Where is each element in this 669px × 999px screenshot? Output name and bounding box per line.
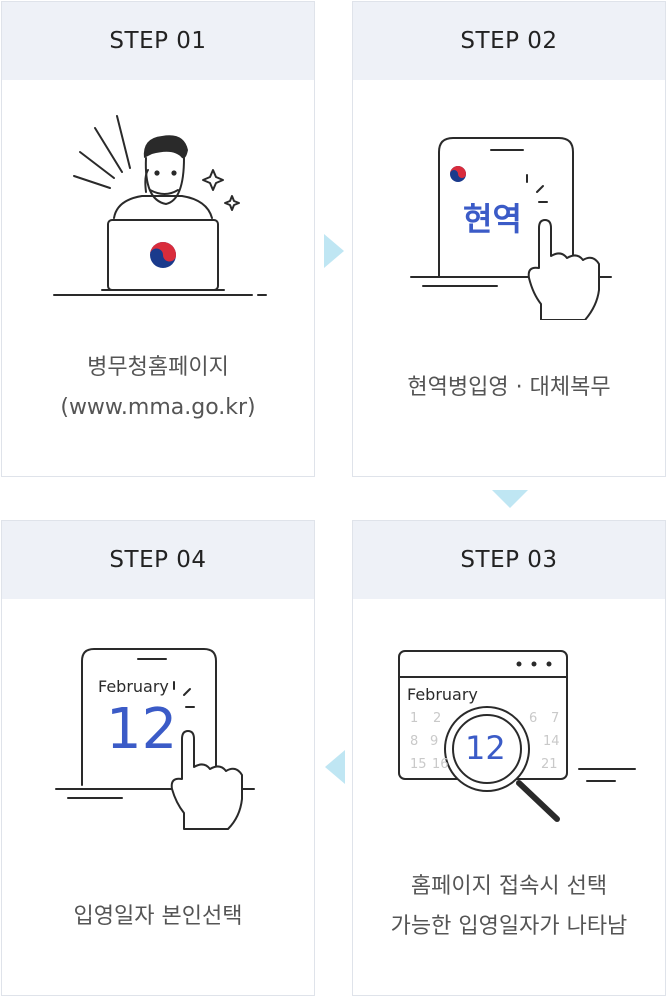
calendar-number: 16 [432,757,449,772]
calendar-number: 8 [410,734,419,749]
arrow-right-icon [324,234,344,268]
selected-day: 12 [106,697,178,762]
arrow-down-icon [492,490,528,508]
step-03-caption: 홈페이지 접속시 선택 가능한 입영일자가 나타남 [353,867,665,947]
step-04-caption: 입영일자 본인선택 [2,897,314,937]
calendar-number: 2 [433,711,442,726]
calendar-number: 6 [529,711,538,726]
caption-line: 현역병입영 · 대체복무 [407,375,611,400]
step-03-card: STEP 03 February 1 2 6 7 8 9 14 15 16 21… [352,520,666,996]
arrow-left-icon [325,750,345,784]
phone-calendar-tap-illustration [55,648,255,830]
person-laptop-illustration [53,115,267,296]
step-04-card: STEP 04 February 12 입영일자 본인선택 [1,520,315,996]
step-03-label: STEP 03 [353,521,665,599]
calendar-number: 9 [430,734,439,749]
calendar-number: 21 [541,757,558,772]
step-01-caption: 병무청홈페이지 (www.mma.go.kr) [2,348,314,428]
magnified-day: 12 [465,729,506,767]
calendar-number: 1 [410,711,419,726]
phone-screen-text: 현역 [463,200,522,238]
calendar-month: February [407,685,478,704]
step-02-card: STEP 02 현역 현역병입영 · 대체복무 [352,1,666,477]
phone-tap-illustration [410,137,612,320]
step-04-label: STEP 04 [2,521,314,599]
step-02-label: STEP 02 [353,2,665,80]
caption-line: 병무청홈페이지 [87,355,229,380]
calendar-number: 7 [551,711,560,726]
calendar-number: 14 [543,734,560,749]
step-01-label: STEP 01 [2,2,314,80]
caption-line: 홈페이지 접속시 선택 [410,874,608,899]
step-02-caption: 현역병입영 · 대체복무 [353,368,665,408]
caption-line: 입영일자 본인선택 [73,904,243,929]
calendar-month: February [98,677,169,696]
calendar-number: 15 [410,757,427,772]
caption-line: 가능한 입영일자가 나타남 [390,914,628,939]
caption-line: (www.mma.go.kr) [60,395,256,420]
step-01-card: STEP 01 병무청홈페이지 (www.mma.go.kr) [1,1,315,477]
calendar-search-illustration [398,650,636,822]
